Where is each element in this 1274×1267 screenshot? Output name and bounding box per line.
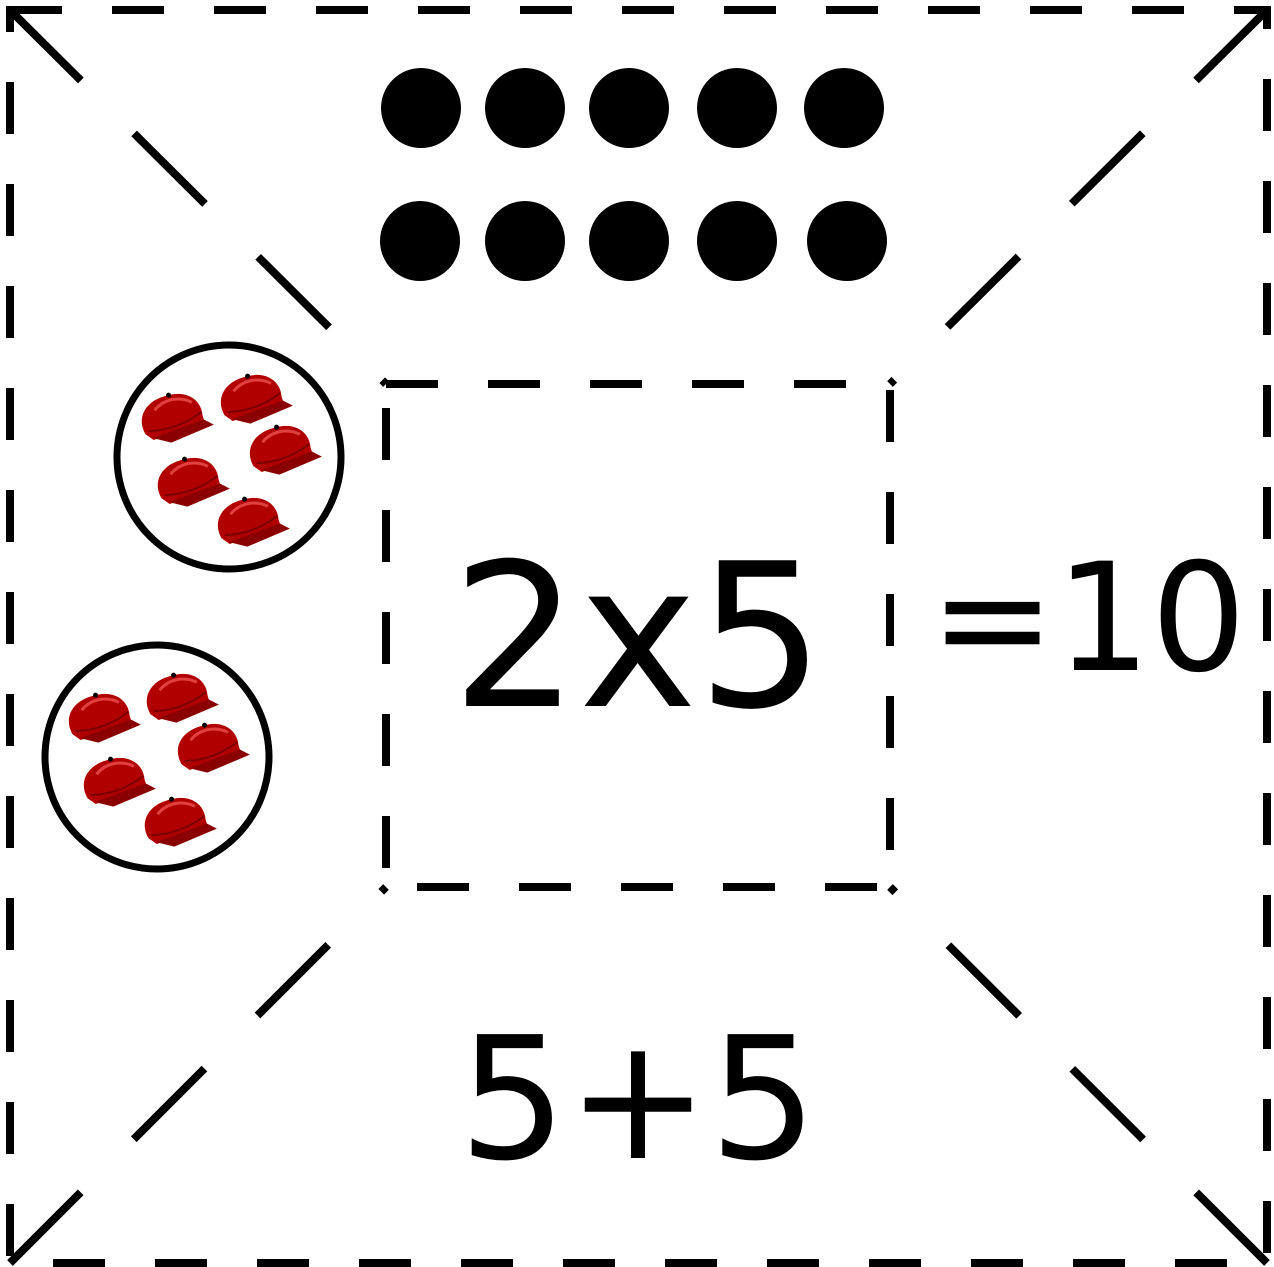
dot — [807, 201, 887, 281]
multiplication-expression: 2x5 — [452, 521, 825, 754]
equals-result: =10 — [930, 532, 1247, 706]
diagonal-bottom-left — [10, 887, 386, 1263]
dot — [589, 201, 669, 281]
diagonal-bottom-right — [890, 887, 1267, 1263]
dot — [485, 68, 565, 148]
diagonal-top-left — [10, 10, 386, 384]
cap-group-1 — [117, 345, 341, 569]
dot — [697, 201, 777, 281]
addition-expression: 5+5 — [459, 1001, 818, 1199]
diagonal-top-right — [890, 10, 1267, 384]
dot — [589, 68, 669, 148]
dot — [485, 201, 565, 281]
dot — [381, 68, 461, 148]
dot — [697, 68, 777, 148]
dot — [804, 68, 884, 148]
dot — [380, 201, 460, 281]
dot-array — [380, 68, 887, 281]
cap-group-2 — [45, 645, 269, 869]
